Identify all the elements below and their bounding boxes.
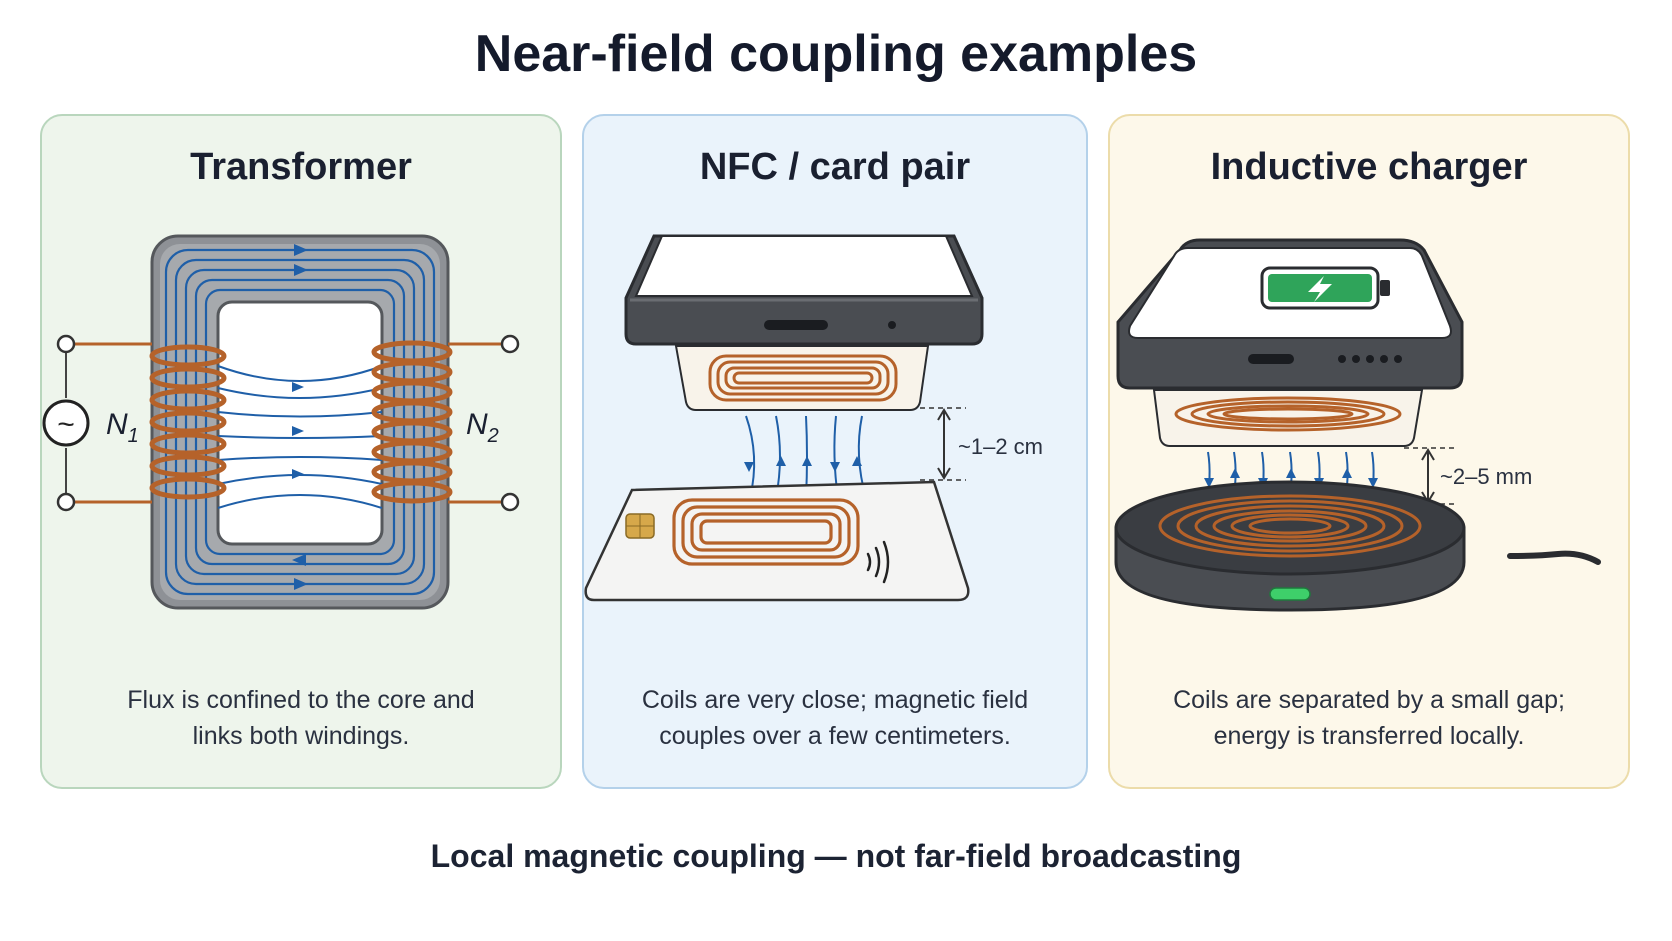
charger-panel: Inductive charger [1108,114,1630,789]
terminal-icon [56,334,76,354]
nfc-gap-marker [920,407,966,481]
primary-circuit [66,342,152,504]
nfc-card [584,480,970,602]
footer-note: Local magnetic coupling — not far-field … [430,838,1242,874]
terminal-icon [500,334,520,354]
transformer-core [150,234,450,610]
nfc-field-arrows [744,456,862,472]
page-title: Near-field coupling examples [474,25,1198,83]
transformer-caption: Flux is confined to the core and links b… [127,686,475,750]
battery-charging-icon [1260,266,1390,310]
transformer-title: Transformer [190,146,412,188]
ac-source-icon [42,399,90,447]
phone-coil-module [674,345,930,411]
ac-source-symbol: ~ [57,408,75,441]
nfc-title: NFC / card pair [699,146,971,188]
contactless-icon [866,540,890,584]
primary-winding [149,344,227,500]
window-field-arrows [292,382,304,479]
secondary-winding [371,340,453,504]
nfc-illustration: ~1–2 cm [584,234,1043,602]
primary-turns-label: N1 [106,408,139,447]
nfc-gap-label: ~1–2 cm [958,434,1043,459]
phone [624,234,984,346]
charging-cable [1507,550,1601,565]
charger-illustration: ~2–5 mm [1114,238,1601,612]
secondary-turns-label: N2 [466,408,499,447]
charging-phone [1116,238,1464,390]
terminal-icon [56,492,76,512]
nfc-caption: Coils are very close; magnetic field cou… [641,686,1029,750]
window-field-lines [217,365,383,509]
status-led [1269,587,1311,601]
receiver-coil-module [1152,389,1424,447]
secondary-circuit [448,342,510,504]
flux-arrows [292,244,308,590]
transformer-panel: Transformer [40,114,562,789]
charger-title: Inductive charger [1210,146,1528,188]
charger-caption: Coils are separated by a small gap; ener… [1173,686,1565,750]
nfc-panel: NFC / card pair [582,114,1088,789]
terminal-icon [500,492,520,512]
charger-gap-label: ~2–5 mm [1440,464,1532,489]
transformer-illustration: ~ N1 N2 [42,234,520,610]
charging-pad [1114,480,1601,612]
